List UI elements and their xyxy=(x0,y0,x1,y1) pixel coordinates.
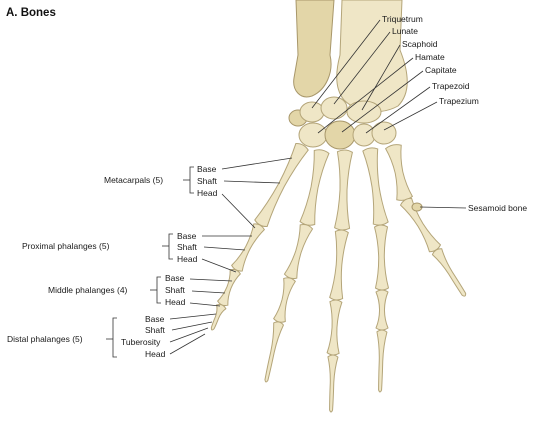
middle-metacarpal-shape xyxy=(335,150,353,231)
little-metacarpal-shape xyxy=(254,142,309,229)
triquetrum-bone xyxy=(300,102,324,122)
label-sesamoid-bone: Sesamoid bone xyxy=(468,203,527,213)
hamate-bone xyxy=(299,123,327,147)
index-distal-phalanx-shape xyxy=(375,330,387,392)
middle-middle-phalanx-shape xyxy=(327,300,342,356)
distal-phalanges-labels: Distal phalanges (5) Base Shaft Tuberosi… xyxy=(7,314,216,359)
little-proximal-phalanx xyxy=(231,222,266,273)
label-middle-base: Base xyxy=(165,273,185,283)
middle-bones xyxy=(326,150,352,412)
label-capitate: Capitate xyxy=(425,65,457,75)
little-middle-phalanx xyxy=(217,268,241,307)
label-middle-head: Head xyxy=(165,297,186,307)
ring-middle-phalanx-shape xyxy=(273,277,296,324)
proximal-phalanges-labels: Proximal phalanges (5) Base Shaft Head xyxy=(22,231,252,272)
scaphoid-bone xyxy=(347,101,381,123)
middle-middle-phalanx xyxy=(327,300,342,356)
middle-proximal-phalanx xyxy=(330,229,349,300)
label-proximal-base: Base xyxy=(177,231,197,241)
index-middle-phalanx xyxy=(376,290,388,330)
label-lunate: Lunate xyxy=(392,26,418,36)
label-metacarpals: Metacarpals (5) xyxy=(104,175,163,185)
label-distal-base: Base xyxy=(145,314,165,324)
ring-distal-phalanx-shape xyxy=(261,321,284,383)
index-bones xyxy=(363,147,389,392)
index-metacarpal-shape xyxy=(363,147,389,226)
ring-middle-phalanx xyxy=(273,277,296,324)
thumb-distal-phalanx xyxy=(431,247,469,299)
label-distal-phalanges: Distal phalanges (5) xyxy=(7,334,83,344)
lunate-bone xyxy=(321,97,347,119)
ulna-bone xyxy=(294,0,334,97)
label-trapezium: Trapezium xyxy=(439,96,479,106)
label-scaphoid: Scaphoid xyxy=(402,39,438,49)
ring-proximal-phalanx xyxy=(284,223,313,280)
label-trapezoid: Trapezoid xyxy=(432,81,470,91)
little-proximal-phalanx-shape xyxy=(231,222,266,273)
label-proximal-head: Head xyxy=(177,254,198,264)
middle-phalanges-labels: Middle phalanges (4) Base Shaft Head xyxy=(48,273,232,307)
finger-bones xyxy=(207,142,469,412)
middle-proximal-phalanx-shape xyxy=(330,229,349,300)
label-middle-shaft: Shaft xyxy=(165,285,185,295)
diagram-title: A. Bones xyxy=(6,7,56,19)
little-bones xyxy=(207,142,309,332)
label-metacarpal-shaft: Shaft xyxy=(197,176,217,186)
label-distal-head: Head xyxy=(145,349,166,359)
label-middle-phalanges: Middle phalanges (4) xyxy=(48,285,128,295)
label-distal-tuberosity: Tuberosity xyxy=(121,337,161,347)
label-proximal-shaft: Shaft xyxy=(177,242,197,252)
index-proximal-phalanx-shape xyxy=(375,225,389,290)
index-distal-phalanx xyxy=(375,330,387,392)
ring-proximal-phalanx-shape xyxy=(284,223,313,280)
ring-distal-phalanx xyxy=(261,321,284,383)
ring-bones xyxy=(261,149,329,384)
little-metacarpal xyxy=(254,142,309,229)
middle-distal-phalanx xyxy=(326,355,338,412)
index-middle-phalanx-shape xyxy=(376,290,388,330)
little-middle-phalanx-shape xyxy=(217,268,241,307)
index-metacarpal xyxy=(363,147,389,226)
label-hamate: Hamate xyxy=(415,52,445,62)
little-distal-phalanx-shape xyxy=(207,303,226,332)
label-triquetrum: Triquetrum xyxy=(382,14,423,24)
middle-metacarpal xyxy=(335,150,353,231)
ring-metacarpal xyxy=(300,149,330,227)
ring-metacarpal-shape xyxy=(300,149,330,227)
middle-distal-phalanx-shape xyxy=(326,355,338,412)
little-distal-phalanx xyxy=(207,303,226,332)
label-metacarpal-base: Base xyxy=(197,164,217,174)
index-proximal-phalanx xyxy=(375,225,389,290)
thumb-distal-phalanx-shape xyxy=(431,247,469,299)
thumb-bones xyxy=(385,143,469,299)
label-distal-shaft: Shaft xyxy=(145,325,165,335)
thumb-metacarpal xyxy=(385,143,413,201)
label-metacarpal-head: Head xyxy=(197,188,218,198)
label-proximal-phalanges: Proximal phalanges (5) xyxy=(22,241,110,251)
thumb-metacarpal-shape xyxy=(385,143,413,201)
